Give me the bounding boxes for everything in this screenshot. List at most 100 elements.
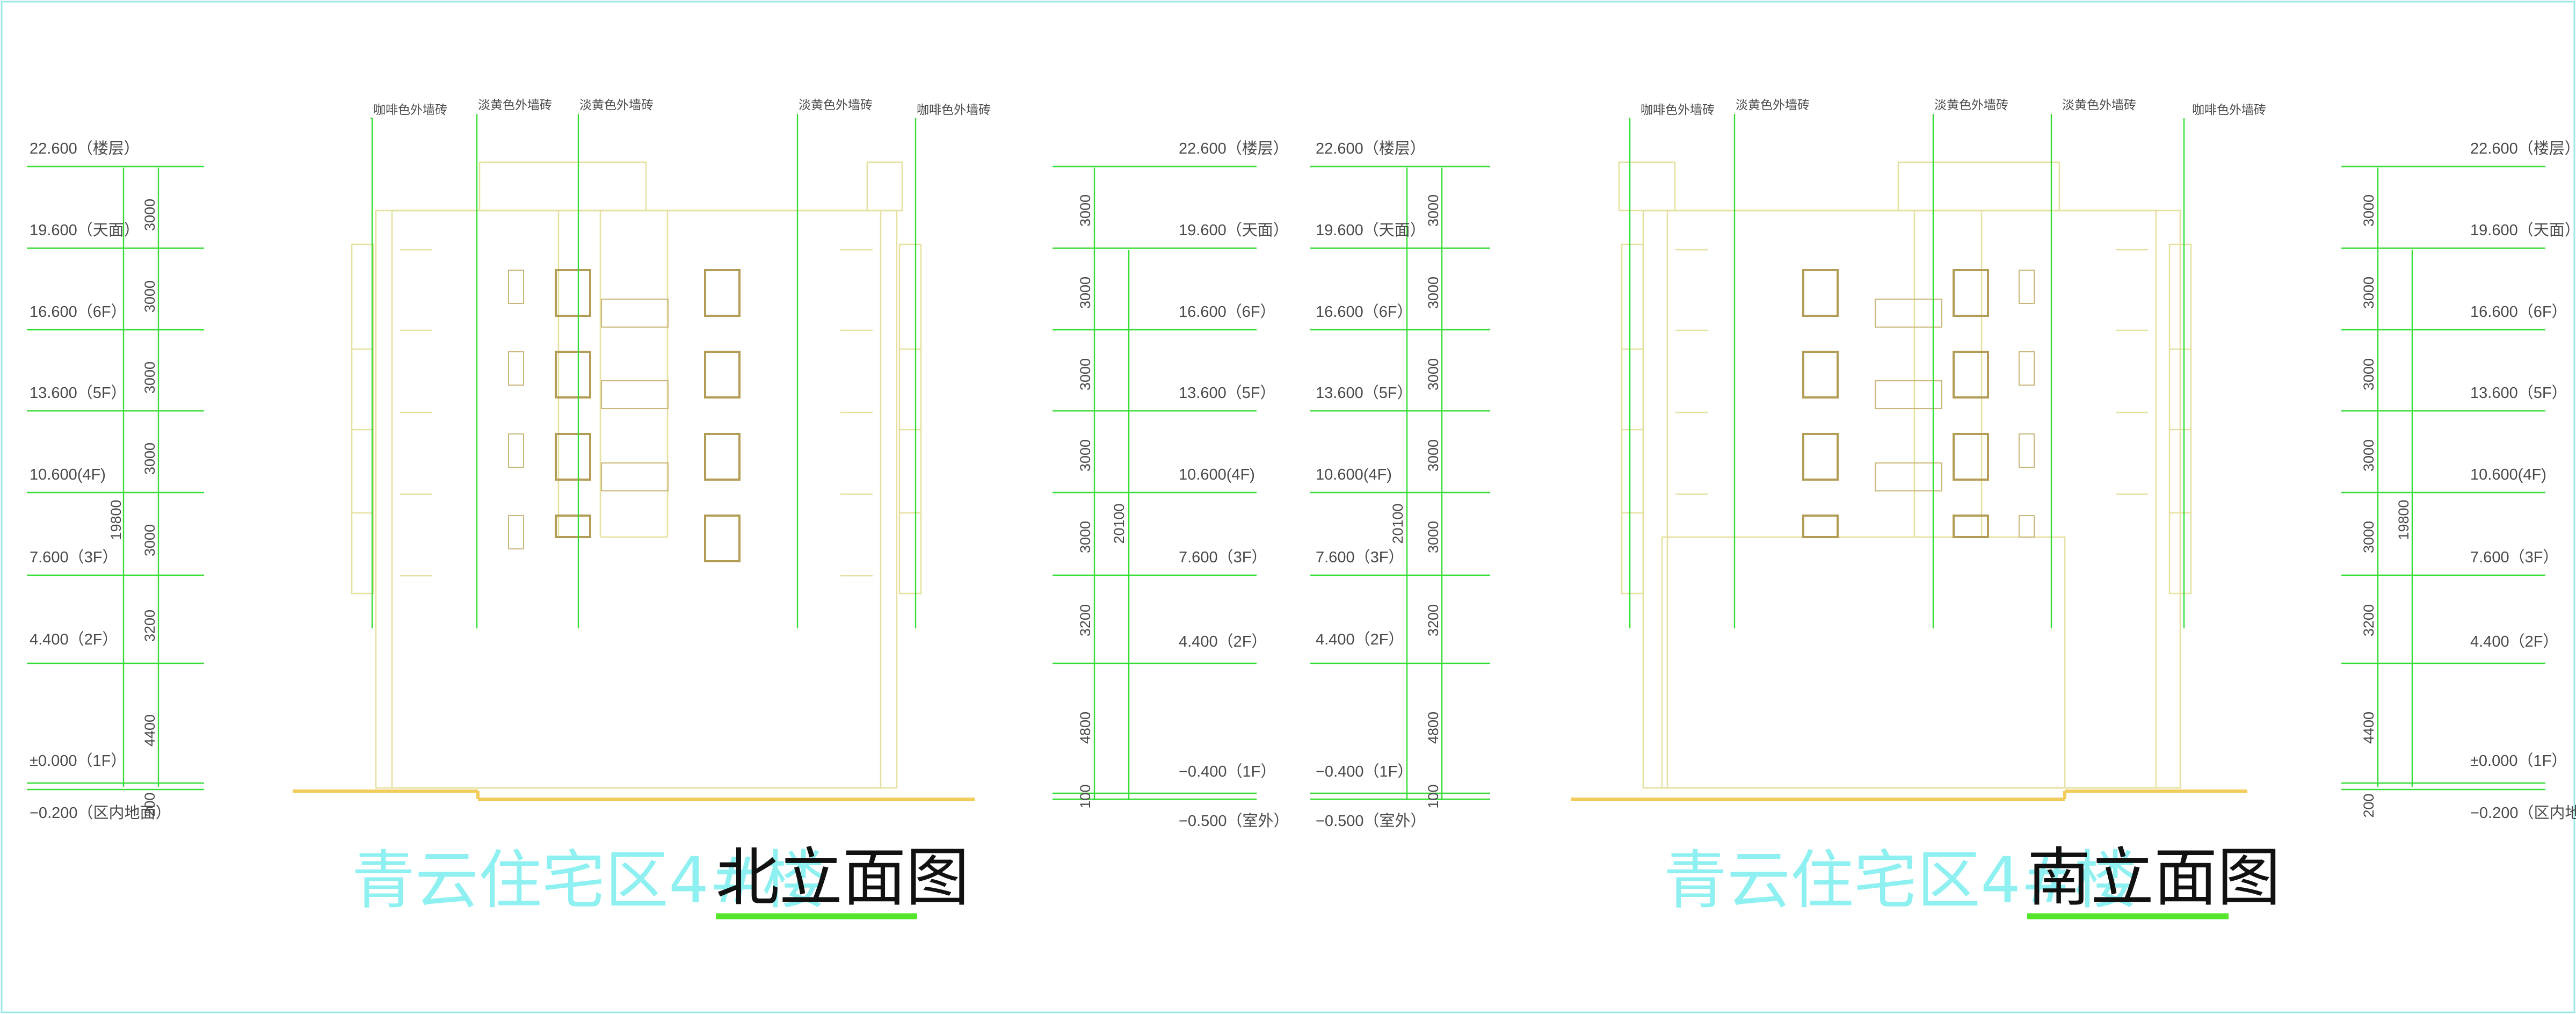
north-material-callouts: 咖啡色外墙砖 淡黄色外墙砖 淡黄色外墙砖 淡黄色外墙砖 咖啡色外墙砖 (371, 98, 991, 628)
level-label: ±0.000（1F） (2470, 752, 2567, 770)
level-label: −0.200（区内地面） (2470, 804, 2576, 822)
level-label: 16.600（6F） (30, 303, 127, 321)
level-label: 19.600（天面） (2470, 222, 2576, 239)
material-note: 淡黄色外墙砖 (799, 98, 873, 112)
svg-text:3000: 3000 (1077, 277, 1093, 309)
level-label: 16.600（6F） (1179, 303, 1276, 321)
south-title: 青云住宅区4#楼 南立面图 (1664, 841, 2281, 919)
north-building (293, 161, 975, 801)
svg-text:3000: 3000 (2361, 358, 2377, 390)
svg-text:3000: 3000 (1425, 439, 1441, 472)
svg-text:19800: 19800 (2396, 499, 2412, 540)
level-label: 16.600（6F） (2470, 303, 2567, 321)
svg-text:3000: 3000 (1077, 439, 1093, 472)
north-title: 青云住宅区4#楼 北立面图 (352, 841, 969, 919)
dimension-values: 3000 3000 3000 3000 3000 3200 4400 200 1… (108, 199, 158, 817)
level-label: 13.600（5F） (1179, 385, 1276, 402)
svg-text:3000: 3000 (1077, 358, 1093, 390)
svg-text:3000: 3000 (2361, 439, 2377, 472)
south-windows (1802, 269, 2035, 538)
level-label: 7.600（3F） (1316, 549, 1404, 566)
svg-text:200: 200 (142, 792, 158, 816)
svg-text:3200: 3200 (1077, 604, 1093, 636)
svg-text:3000: 3000 (142, 443, 158, 475)
material-note: 淡黄色外墙砖 (2062, 98, 2136, 112)
level-label: 13.600（5F） (1316, 385, 1413, 402)
material-note: 淡黄色外墙砖 (1934, 98, 2008, 112)
svg-text:3000: 3000 (1425, 521, 1441, 553)
level-label: 10.600(4F) (2470, 466, 2546, 483)
level-label: 22.600（楼层） (2470, 140, 2576, 157)
level-label: 10.600(4F) (1316, 466, 1392, 483)
south-left-level-scale: 22.600（楼层） 19.600（天面） 16.600（6F） 13.600（… (1310, 140, 1490, 830)
svg-text:3000: 3000 (1425, 194, 1441, 227)
dimension-values: 3000 3000 3000 3000 3000 3200 4400 200 1… (2361, 194, 2412, 818)
level-label: −0.400（1F） (1179, 763, 1276, 780)
north-right-level-scale: 22.600（楼层） 19.600（天面） 16.600（6F） 13.600（… (1053, 140, 1289, 830)
svg-text:3000: 3000 (1425, 277, 1441, 309)
level-ticks (27, 165, 204, 791)
level-label: 22.600（楼层） (1316, 140, 1426, 157)
material-note: 淡黄色外墙砖 (579, 98, 654, 112)
svg-text:3200: 3200 (1425, 604, 1441, 636)
svg-text:3000: 3000 (142, 199, 158, 231)
svg-text:3000: 3000 (142, 524, 158, 556)
level-label: 4.400（2F） (2470, 633, 2558, 650)
svg-text:100: 100 (1077, 784, 1093, 808)
level-label: 13.600（5F） (30, 385, 127, 402)
view-title: 北立面图 (716, 841, 969, 915)
svg-text:19800: 19800 (108, 499, 124, 540)
level-label: 16.600（6F） (1316, 303, 1413, 321)
level-label: 19.600（天面） (1316, 222, 1426, 239)
level-label: 22.600（楼层） (30, 140, 140, 157)
level-label: 19.600（天面） (1179, 222, 1289, 239)
level-label: 10.600(4F) (30, 466, 106, 483)
material-note: 咖啡色外墙砖 (917, 103, 991, 117)
svg-text:200: 200 (2361, 793, 2377, 817)
view-title: 南立面图 (2027, 841, 2281, 915)
level-label: 19.600（天面） (30, 222, 140, 239)
svg-text:4800: 4800 (1077, 712, 1093, 744)
svg-text:3000: 3000 (1077, 521, 1093, 553)
level-label: −0.200（区内地面） (30, 804, 171, 822)
level-label: 7.600（3F） (2470, 549, 2558, 566)
level-label: 10.600(4F) (1179, 466, 1255, 483)
material-note: 咖啡色外墙砖 (373, 103, 447, 117)
svg-text:3000: 3000 (2361, 277, 2377, 309)
level-ticks (1310, 165, 1490, 800)
svg-text:3000: 3000 (142, 361, 158, 394)
project-title: 青云住宅区4#楼 (352, 843, 825, 917)
svg-text:4400: 4400 (142, 714, 158, 747)
level-label: −0.400（1F） (1316, 763, 1413, 780)
svg-text:20100: 20100 (1390, 503, 1406, 544)
level-label: 7.600（3F） (30, 549, 118, 566)
level-label: 22.600（楼层） (1179, 140, 1289, 157)
level-ticks (2341, 165, 2545, 791)
dimension-values: 3000 3000 3000 3000 3000 3200 4800 100 2… (1077, 194, 1127, 809)
svg-text:3200: 3200 (2361, 604, 2377, 636)
material-note: 淡黄色外墙砖 (478, 98, 552, 112)
svg-text:3000: 3000 (2361, 521, 2377, 553)
svg-text:3200: 3200 (142, 610, 158, 642)
svg-text:4400: 4400 (2361, 712, 2377, 744)
level-label: −0.500（室外） (1179, 812, 1289, 830)
material-note: 淡黄色外墙砖 (1736, 98, 1810, 112)
level-label: 13.600（5F） (2470, 385, 2567, 402)
material-note: 咖啡色外墙砖 (1641, 103, 1715, 117)
north-elevation: 22.600（楼层） 19.600（天面） 16.600（6F） 13.600（… (27, 98, 1289, 919)
svg-text:100: 100 (1425, 784, 1441, 808)
north-left-level-scale: 22.600（楼层） 19.600（天面） 16.600（6F） 13.600（… (27, 140, 204, 822)
level-label: 4.400（2F） (1179, 633, 1267, 650)
svg-text:3000: 3000 (1425, 358, 1441, 390)
svg-text:20100: 20100 (1111, 503, 1127, 544)
level-label: 7.600（3F） (1179, 549, 1267, 566)
svg-text:3000: 3000 (1077, 194, 1093, 227)
project-title: 青云住宅区4#楼 (1664, 843, 2137, 917)
level-label: ±0.000（1F） (30, 752, 126, 770)
dimension-values: 3000 3000 3000 3000 3000 3200 4800 100 2… (1390, 194, 1441, 809)
level-label: 4.400（2F） (1316, 631, 1404, 648)
level-label: 4.400（2F） (30, 631, 118, 648)
level-label: −0.500（室外） (1316, 812, 1426, 830)
